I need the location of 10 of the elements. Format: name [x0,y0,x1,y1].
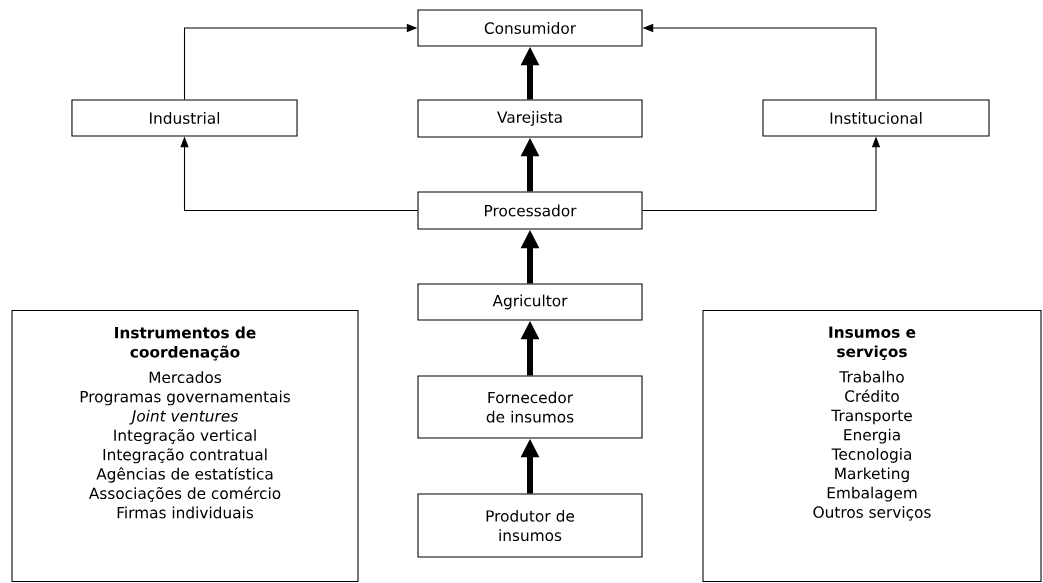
process-box: Produtor de insumos [417,493,643,558]
list-box: Insumos e serviços Trabalho Crédito Transporte Energia Tecnologia Marketing Embalagem Outros serviços [702,310,1042,582]
process-box: Processador [417,191,643,230]
process-box: Agricultor [417,283,643,321]
process-box: Institucional [762,99,990,137]
process-box: Industrial [71,99,298,137]
process-box: Varejista [417,99,643,138]
process-box: Consumidor [417,9,643,47]
list-box: Instrumentos de coordenação Mercados Programas governamentais Joint ventures Integração vertical Integração contratual Agências de estatística Associações de comércio Firmas individuais [11,310,359,582]
process-box: Fornecedor de insumos [417,375,643,439]
